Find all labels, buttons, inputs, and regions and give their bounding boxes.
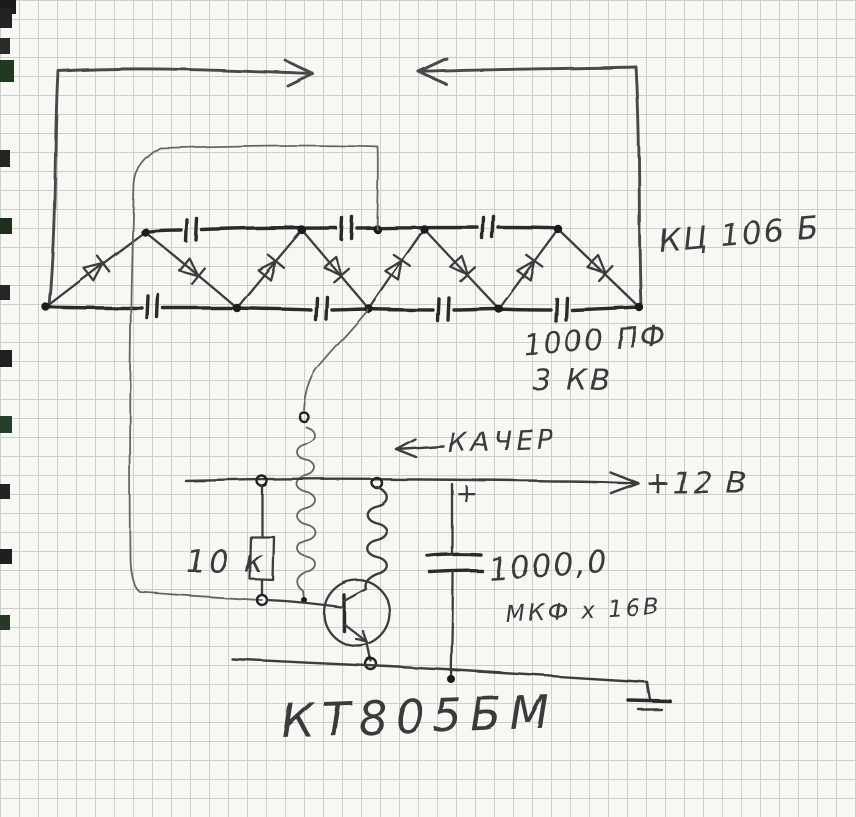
- terminal: [255, 474, 269, 488]
- outer-loop: [47, 57, 643, 308]
- capacitor-symbol: [480, 214, 495, 240]
- feedback-line: [128, 144, 380, 601]
- wire: [159, 144, 379, 149]
- wire: [139, 591, 263, 601]
- wire: [230, 657, 649, 684]
- ground-rail: [230, 657, 672, 711]
- bottom-rail: [367, 307, 435, 312]
- base-wire: [265, 598, 343, 609]
- wire: [376, 146, 380, 230]
- transistor-symbol: [322, 578, 392, 671]
- capacitor-plate: [426, 552, 483, 558]
- primary-coil-symbol: [364, 485, 388, 591]
- bottom-rail: [330, 307, 371, 312]
- diode-symbol: [82, 254, 111, 282]
- ground-icon: [626, 698, 672, 703]
- arrow-right-icon: [284, 59, 315, 88]
- capacitor-symbol: [184, 217, 199, 243]
- junction-dot: [447, 675, 455, 683]
- resistor-10k: [248, 484, 276, 607]
- diode-symbol: [448, 254, 477, 283]
- wire: [300, 228, 371, 311]
- arrow-left-icon: [394, 437, 418, 459]
- transistor-collector: [342, 587, 368, 603]
- label-transistor: КТ805БМ: [280, 684, 558, 748]
- capacitor-plate: [428, 568, 484, 574]
- wire: [394, 444, 445, 451]
- label-rectifier: КЦ 106 Б: [658, 210, 823, 260]
- terminal: [298, 411, 310, 423]
- kacher-tap: [296, 309, 369, 603]
- bottom-rail: [452, 307, 501, 312]
- label-cap-voltage: 3 КВ: [533, 363, 613, 397]
- wire: [44, 230, 147, 309]
- bottom-rail: [44, 305, 144, 310]
- capacitor-symbol: [436, 296, 451, 323]
- transistor-emitter: [342, 622, 369, 644]
- top-rail: [200, 226, 338, 232]
- wire: [235, 228, 304, 310]
- resistor-symbol: [248, 535, 276, 582]
- capacitor-symbol: [145, 293, 160, 320]
- wire: [184, 477, 636, 485]
- diode-symbol: [585, 253, 614, 282]
- wire: [449, 570, 455, 680]
- wire: [56, 67, 315, 76]
- bottom-rail: [235, 306, 313, 312]
- supply-line: [184, 470, 640, 495]
- label-filter-units: МКФ х 16В: [505, 594, 662, 628]
- multiplier-ladder: [41, 214, 644, 323]
- coil-symbol: [296, 426, 316, 600]
- wire: [417, 65, 638, 74]
- top-rail: [143, 228, 183, 234]
- capacitor-symbol: [314, 295, 329, 322]
- junction-dots: [41, 224, 644, 314]
- label-resistor: 10 к: [186, 544, 266, 580]
- wire: [556, 227, 641, 309]
- emitter-arrow-icon: [354, 629, 369, 644]
- diode-symbol: [256, 253, 285, 282]
- filter-capacitor: [426, 482, 484, 683]
- wire: [128, 147, 161, 593]
- wire: [367, 227, 426, 311]
- arrow-right-icon: [608, 470, 640, 495]
- wire: [47, 69, 60, 308]
- wire: [303, 309, 369, 411]
- capacitor-symbol: [554, 296, 569, 323]
- diode-symbol: [516, 253, 544, 282]
- wire: [422, 227, 501, 311]
- diode-symbol: [384, 253, 412, 282]
- capacitor-symbol: [339, 215, 354, 241]
- scan-edge-artifacts: [0, 0, 16, 630]
- wire: [645, 680, 652, 701]
- diode-symbol: [322, 255, 351, 284]
- wire: [143, 230, 239, 310]
- label-cap-value: 1000 ПФ: [522, 318, 668, 362]
- wire: [497, 227, 560, 311]
- terminal: [364, 657, 378, 671]
- transistor-body: [322, 578, 392, 648]
- label-supply: +12 В: [645, 466, 748, 501]
- label-kacher: КАЧЕР: [447, 424, 558, 459]
- label-filter-value: 1000,0: [487, 544, 610, 588]
- top-rail: [496, 225, 561, 230]
- bottom-rail: [570, 305, 641, 312]
- bottom-rail: [497, 307, 553, 312]
- kacher-arrow: [394, 437, 445, 459]
- arrow-left-icon: [417, 57, 449, 86]
- diode-symbol: [177, 256, 206, 285]
- wire: [634, 65, 643, 308]
- label-polarity: +: [455, 478, 478, 509]
